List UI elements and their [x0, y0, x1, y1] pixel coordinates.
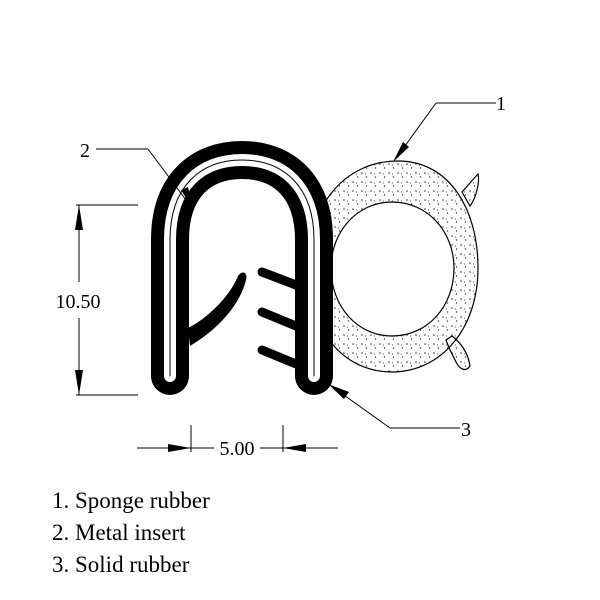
legend-item-sponge-rubber: 1. Sponge rubber [52, 488, 210, 513]
width-dimension-label: 5.00 [220, 438, 255, 460]
height-dimension-label: 10.50 [56, 291, 101, 313]
leader-2 [96, 148, 193, 209]
legend-item-metal-insert: 2. Metal insert [52, 520, 186, 545]
callout-3: 3 [461, 419, 471, 441]
sponge-rubber-bulb [307, 160, 480, 373]
width-dimension [137, 425, 338, 452]
callout-2: 2 [80, 140, 90, 162]
gripping-fins [188, 267, 301, 369]
height-dimension [75, 204, 138, 396]
callout-1: 1 [496, 93, 506, 115]
leader-3 [328, 384, 460, 429]
leader-1 [393, 102, 496, 162]
legend: 1. Sponge rubber 2. Metal insert 3. Soli… [52, 485, 210, 581]
legend-item-solid-rubber: 3. Solid rubber [52, 552, 190, 577]
metal-insert [164, 154, 320, 382]
